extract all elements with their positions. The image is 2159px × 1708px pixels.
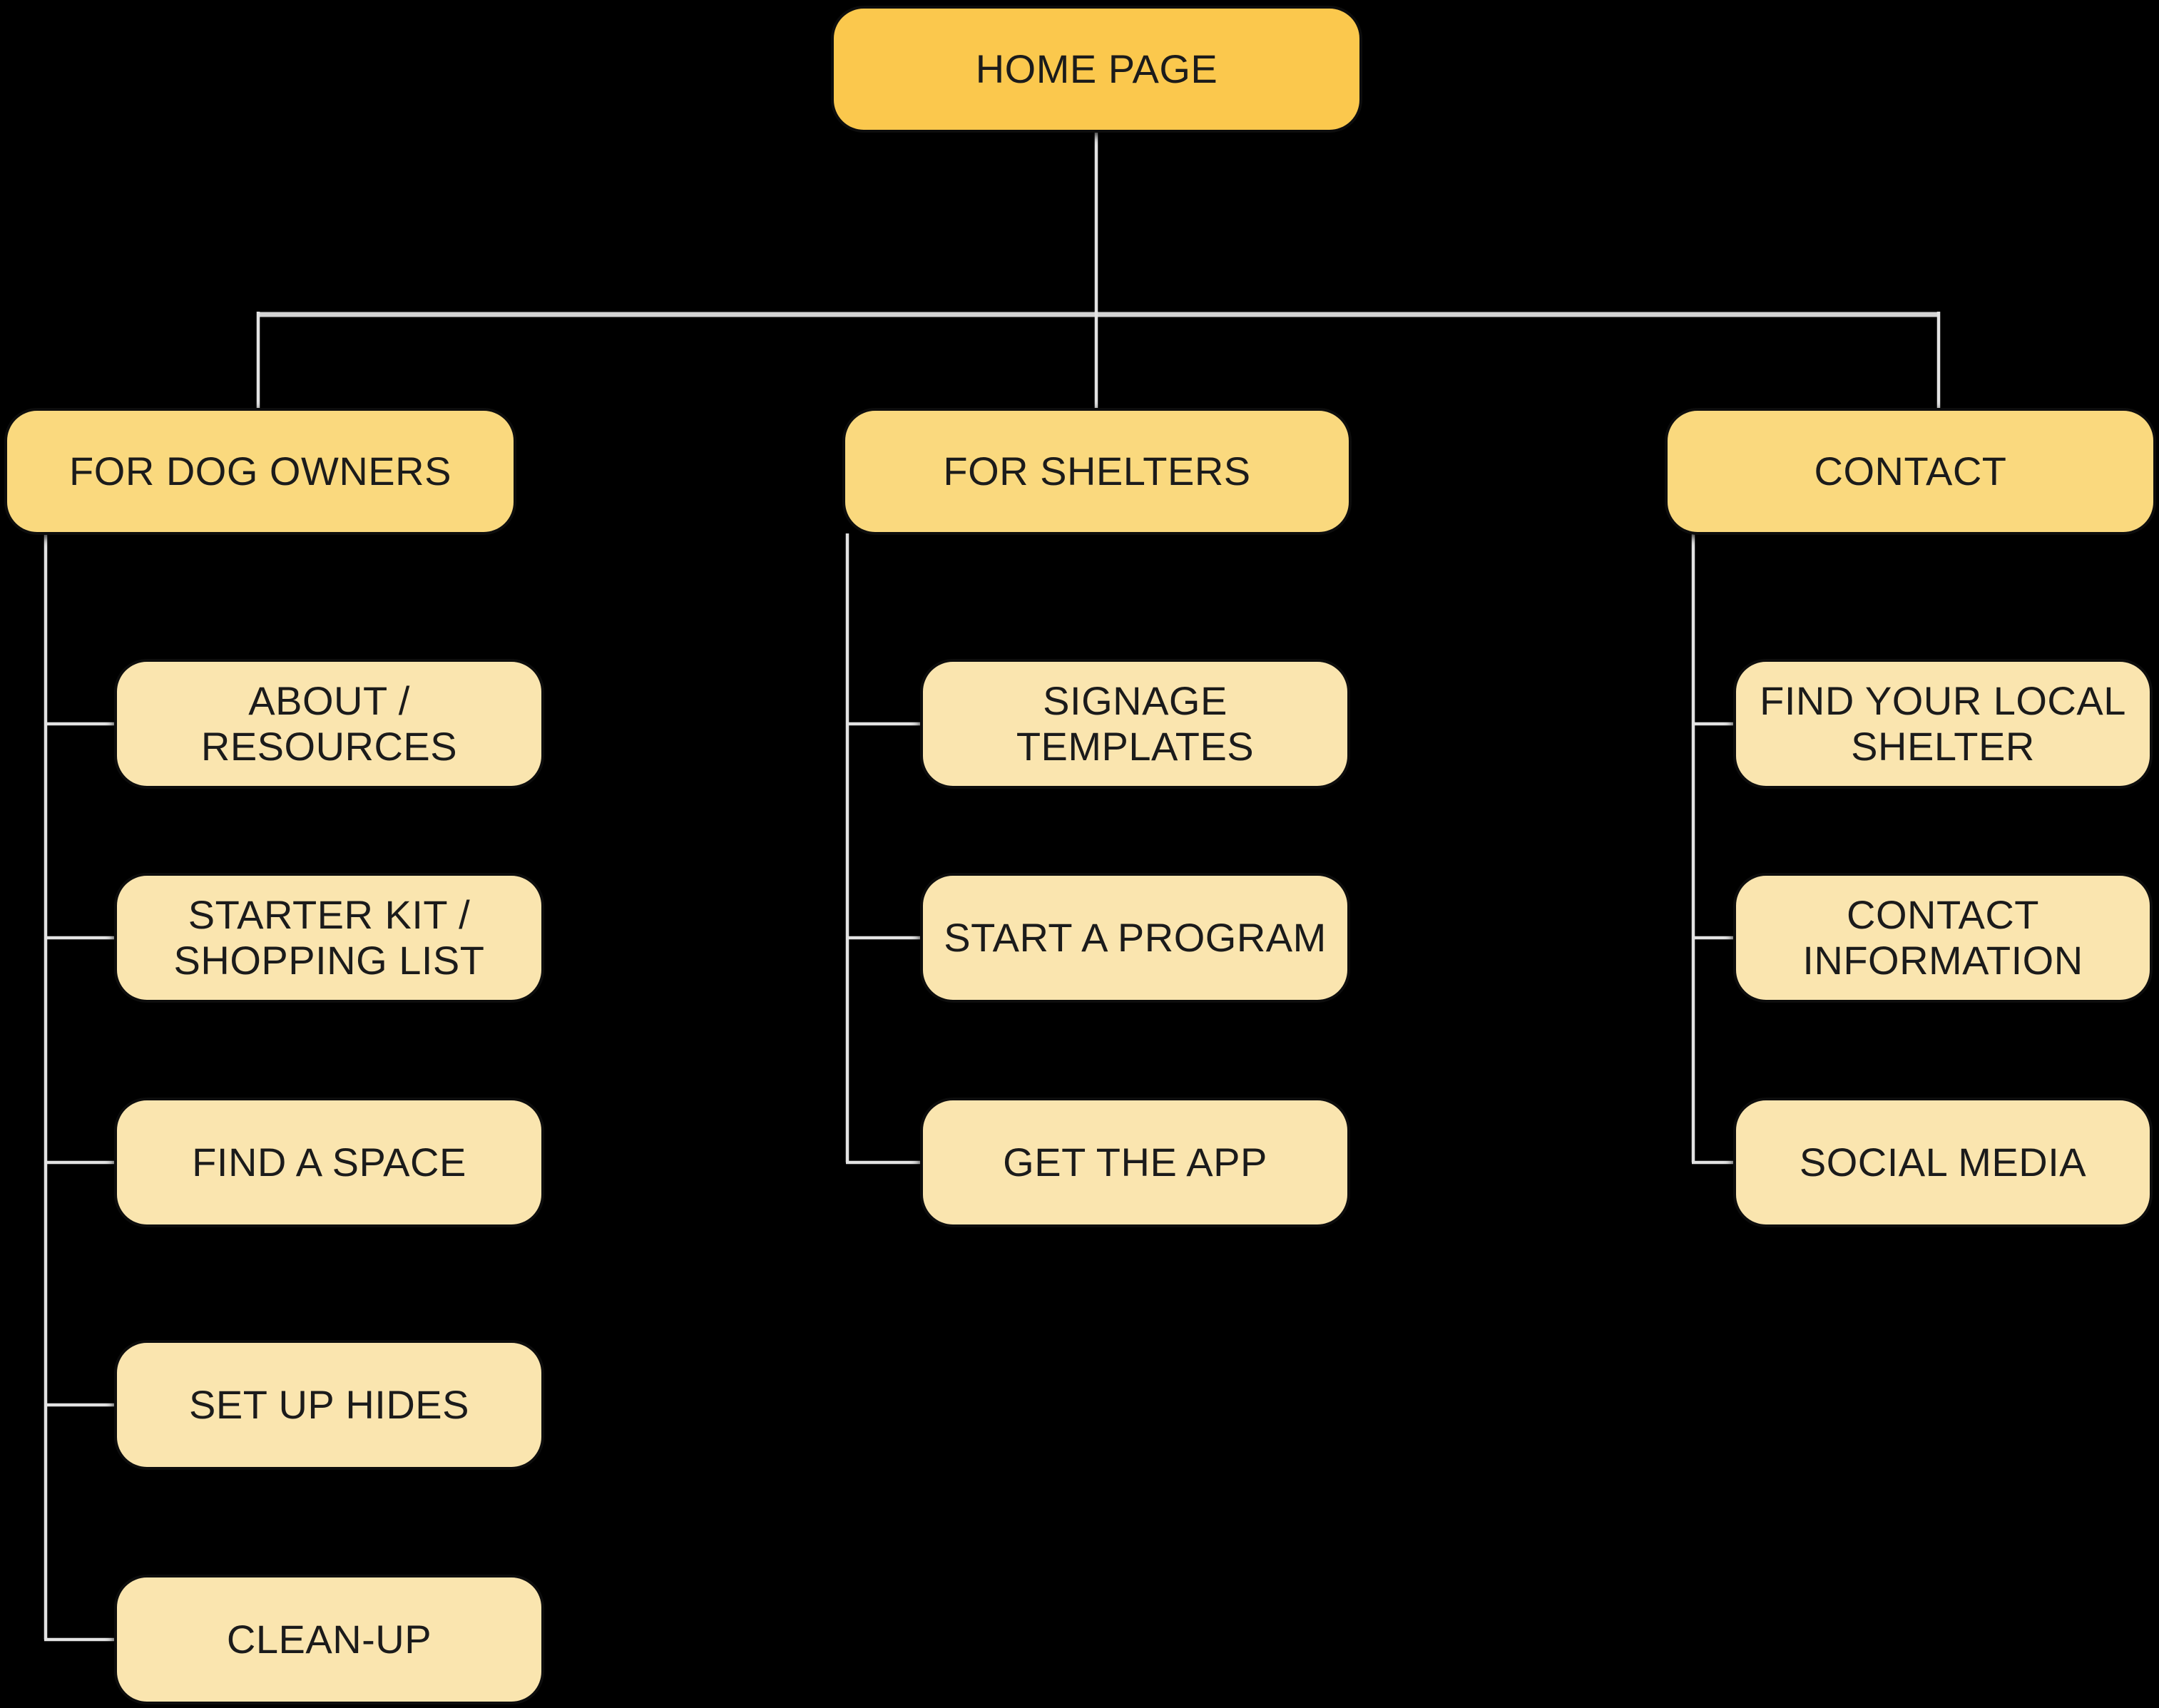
- node-label: FOR SHELTERS: [943, 448, 1251, 494]
- node-label: ABOUT / RESOURCES: [200, 677, 458, 769]
- node-find-your-local-shelter[interactable]: FIND YOUR LOCAL SHELTER: [1733, 659, 2153, 789]
- node-clean-up[interactable]: CLEAN-UP: [114, 1575, 544, 1704]
- node-starter-kit-shopping-list[interactable]: STARTER KIT / SHOPPING LIST: [114, 873, 544, 1003]
- node-find-a-space[interactable]: FIND A SPACE: [114, 1098, 544, 1227]
- node-label: CONTACT INFORMATION: [1802, 891, 2083, 983]
- node-for-shelters[interactable]: FOR SHELTERS: [842, 408, 1352, 535]
- node-signage-templates[interactable]: SIGNAGE TEMPLATES: [920, 659, 1350, 789]
- node-label: GET THE APP: [1003, 1139, 1267, 1185]
- node-home-page[interactable]: HOME PAGE: [831, 6, 1362, 133]
- node-label: SOCIAL MEDIA: [1799, 1139, 2087, 1185]
- node-for-dog-owners[interactable]: FOR DOG OWNERS: [4, 408, 516, 535]
- node-set-up-hides[interactable]: SET UP HIDES: [114, 1340, 544, 1470]
- node-get-the-app[interactable]: GET THE APP: [920, 1098, 1350, 1227]
- node-contact[interactable]: CONTACT: [1665, 408, 2156, 535]
- node-label: SIGNAGE TEMPLATES: [1016, 677, 1255, 769]
- node-label: CONTACT: [1814, 448, 2007, 494]
- node-label: STARTER KIT / SHOPPING LIST: [173, 891, 485, 983]
- node-about-resources[interactable]: ABOUT / RESOURCES: [114, 659, 544, 789]
- node-label: HOME PAGE: [975, 46, 1218, 91]
- node-label: FOR DOG OWNERS: [69, 448, 451, 494]
- node-label: FIND YOUR LOCAL SHELTER: [1760, 677, 2126, 769]
- node-label: FIND A SPACE: [192, 1139, 466, 1185]
- node-label: CLEAN-UP: [226, 1616, 432, 1662]
- node-start-a-program[interactable]: START A PROGRAM: [920, 873, 1350, 1003]
- node-label: SET UP HIDES: [189, 1381, 469, 1427]
- node-contact-information[interactable]: CONTACT INFORMATION: [1733, 873, 2153, 1003]
- node-label: START A PROGRAM: [944, 914, 1327, 960]
- node-social-media[interactable]: SOCIAL MEDIA: [1733, 1098, 2153, 1227]
